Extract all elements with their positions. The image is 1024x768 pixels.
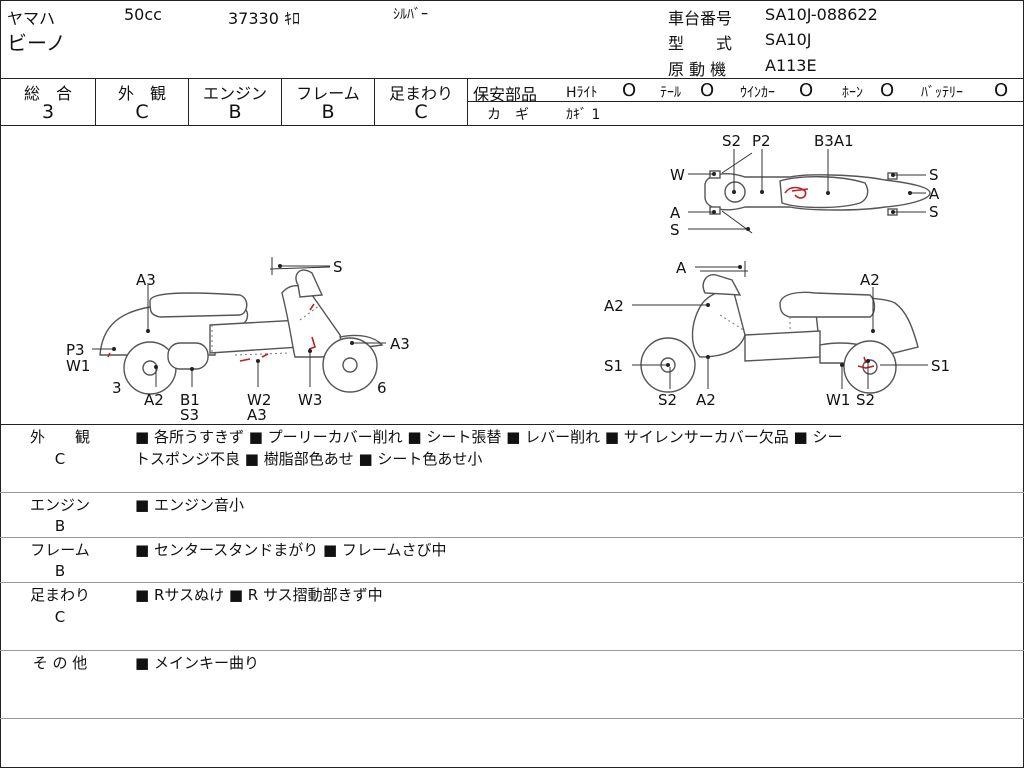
label-left-a3-seat: A3 bbox=[136, 271, 156, 289]
section-exterior-grade: C bbox=[54, 450, 66, 468]
label-top-s2: S2 bbox=[722, 132, 741, 150]
label-left-a3-bottom: A3 bbox=[247, 406, 267, 424]
safety-title: 保安部品 bbox=[473, 85, 538, 104]
label-left-6: 6 bbox=[377, 379, 387, 397]
grade-value-frame: B bbox=[321, 101, 335, 123]
label-top-b3a1: B3A1 bbox=[814, 132, 854, 150]
grade-label-overall: 総 合 bbox=[23, 84, 72, 103]
grade-value-overall: 3 bbox=[41, 101, 55, 123]
label-top-s-left: S bbox=[670, 221, 680, 239]
label-top-a: A bbox=[670, 204, 681, 222]
grade-label-suspension: 足まわり bbox=[388, 84, 453, 103]
section-engine-grade: B bbox=[54, 517, 66, 535]
safety-headlight-mark: O bbox=[622, 80, 637, 101]
safety-horn: ﾎｰﾝ bbox=[842, 85, 863, 101]
section-engine-line1: ■ エンジン音小 bbox=[135, 496, 244, 514]
grade-label-frame: フレーム bbox=[296, 84, 360, 103]
callouts-top bbox=[688, 149, 926, 231]
label-left-3: 3 bbox=[112, 379, 122, 397]
label-right-a: A bbox=[676, 259, 687, 277]
label-right-s2-front: S2 bbox=[658, 391, 677, 409]
label-top-w: W bbox=[670, 166, 685, 184]
label-left-a2: A2 bbox=[144, 391, 164, 409]
section-frame-head: フレーム bbox=[30, 541, 90, 559]
frame-no-label: 車台番号 bbox=[668, 9, 733, 28]
section-other-head: そ の 他 bbox=[32, 654, 88, 672]
engine-value: A113E bbox=[765, 56, 817, 75]
section-suspension-grade: C bbox=[54, 608, 66, 626]
section-exterior-line2: トスポンジ不良 ■ 樹脂部色あせ ■ シート色あせ小 bbox=[135, 450, 483, 468]
scooter-left-view bbox=[99, 257, 384, 395]
key-label: カ ギ bbox=[487, 107, 529, 123]
safety-winker-mark: O bbox=[799, 80, 814, 101]
label-top-a-right: A bbox=[929, 185, 940, 203]
scooter-right-view bbox=[640, 261, 919, 394]
label-right-s1-front: S1 bbox=[604, 357, 623, 375]
section-engine-head: エンジン bbox=[29, 496, 90, 514]
maker: ヤマハ bbox=[7, 9, 56, 28]
model-name: ビーノ bbox=[7, 31, 66, 55]
safety-winker: ｳｲﾝｶｰ bbox=[740, 85, 775, 101]
section-exterior-line1: ■ 各所うすきず ■ プーリーカバー削れ ■ シート張替 ■ レバー削れ ■ サ… bbox=[135, 428, 843, 446]
callouts-right bbox=[632, 265, 928, 389]
label-left-s3: S3 bbox=[180, 406, 199, 424]
label-left-a3-front: A3 bbox=[390, 335, 410, 353]
grade-label-engine: エンジン bbox=[202, 84, 267, 103]
engine-label: 原 動 機 bbox=[668, 60, 727, 79]
label-left-w2: W2 bbox=[247, 391, 271, 409]
section-frame-line1: ■ センタースタンドまがり ■ フレームさび中 bbox=[135, 541, 447, 559]
safety-tail: ﾃｰﾙ bbox=[660, 85, 681, 101]
section-other-line1: ■ メインキー曲り bbox=[135, 654, 259, 672]
type-label: 型 式 bbox=[668, 34, 733, 53]
safety-headlight: Hﾗｲﾄ bbox=[566, 85, 598, 101]
damage-diagram: S2 P2 B3A1 W A S S A S S A3 P3 W1 3 A2 B… bbox=[66, 132, 950, 424]
grade-value-exterior: C bbox=[135, 101, 149, 123]
safety-battery: ﾊﾞｯﾃﾘｰ bbox=[921, 85, 963, 101]
type-value: SA10J bbox=[765, 30, 812, 49]
label-top-s-right2: S bbox=[929, 203, 939, 221]
key-value: ｶｷﾞ 1 bbox=[566, 107, 601, 123]
label-left-s: S bbox=[333, 258, 343, 276]
grade-label-exterior: 外 観 bbox=[117, 84, 166, 103]
label-top-s-right1: S bbox=[929, 166, 939, 184]
safety-horn-mark: O bbox=[880, 80, 895, 101]
callouts-left bbox=[92, 264, 386, 387]
label-left-b1: B1 bbox=[180, 391, 200, 409]
label-right-w1: W1 bbox=[826, 391, 850, 409]
label-left-w3: W3 bbox=[298, 391, 322, 409]
label-right-a2-seat: A2 bbox=[860, 271, 880, 289]
safety-battery-mark: O bbox=[994, 80, 1009, 101]
grade-value-suspension: C bbox=[414, 101, 428, 123]
label-right-s2-rear: S2 bbox=[856, 391, 875, 409]
grade-value-engine: B bbox=[228, 101, 242, 123]
label-top-p2: P2 bbox=[752, 132, 771, 150]
frame-no: SA10J-088622 bbox=[765, 5, 878, 24]
label-left-p3: P3 bbox=[66, 341, 85, 359]
safety-tail-mark: O bbox=[700, 80, 715, 101]
section-suspension-line1: ■ Rサスぬけ ■ R サス摺動部きず中 bbox=[135, 586, 383, 604]
scooter-top-view bbox=[704, 152, 931, 234]
label-right-a2-bottom: A2 bbox=[696, 391, 716, 409]
displacement: 50cc bbox=[124, 5, 162, 24]
label-left-w1: W1 bbox=[66, 357, 90, 375]
label-right-a2-front: A2 bbox=[604, 297, 624, 315]
section-exterior-head: 外 観 bbox=[29, 428, 90, 446]
section-frame-grade: B bbox=[54, 562, 66, 580]
mileage: 37330 ｷﾛ bbox=[228, 9, 300, 28]
section-suspension-head: 足まわり bbox=[29, 586, 90, 604]
label-right-s1-rear: S1 bbox=[931, 357, 950, 375]
color: ｼﾙﾊﾞｰ bbox=[393, 7, 428, 23]
